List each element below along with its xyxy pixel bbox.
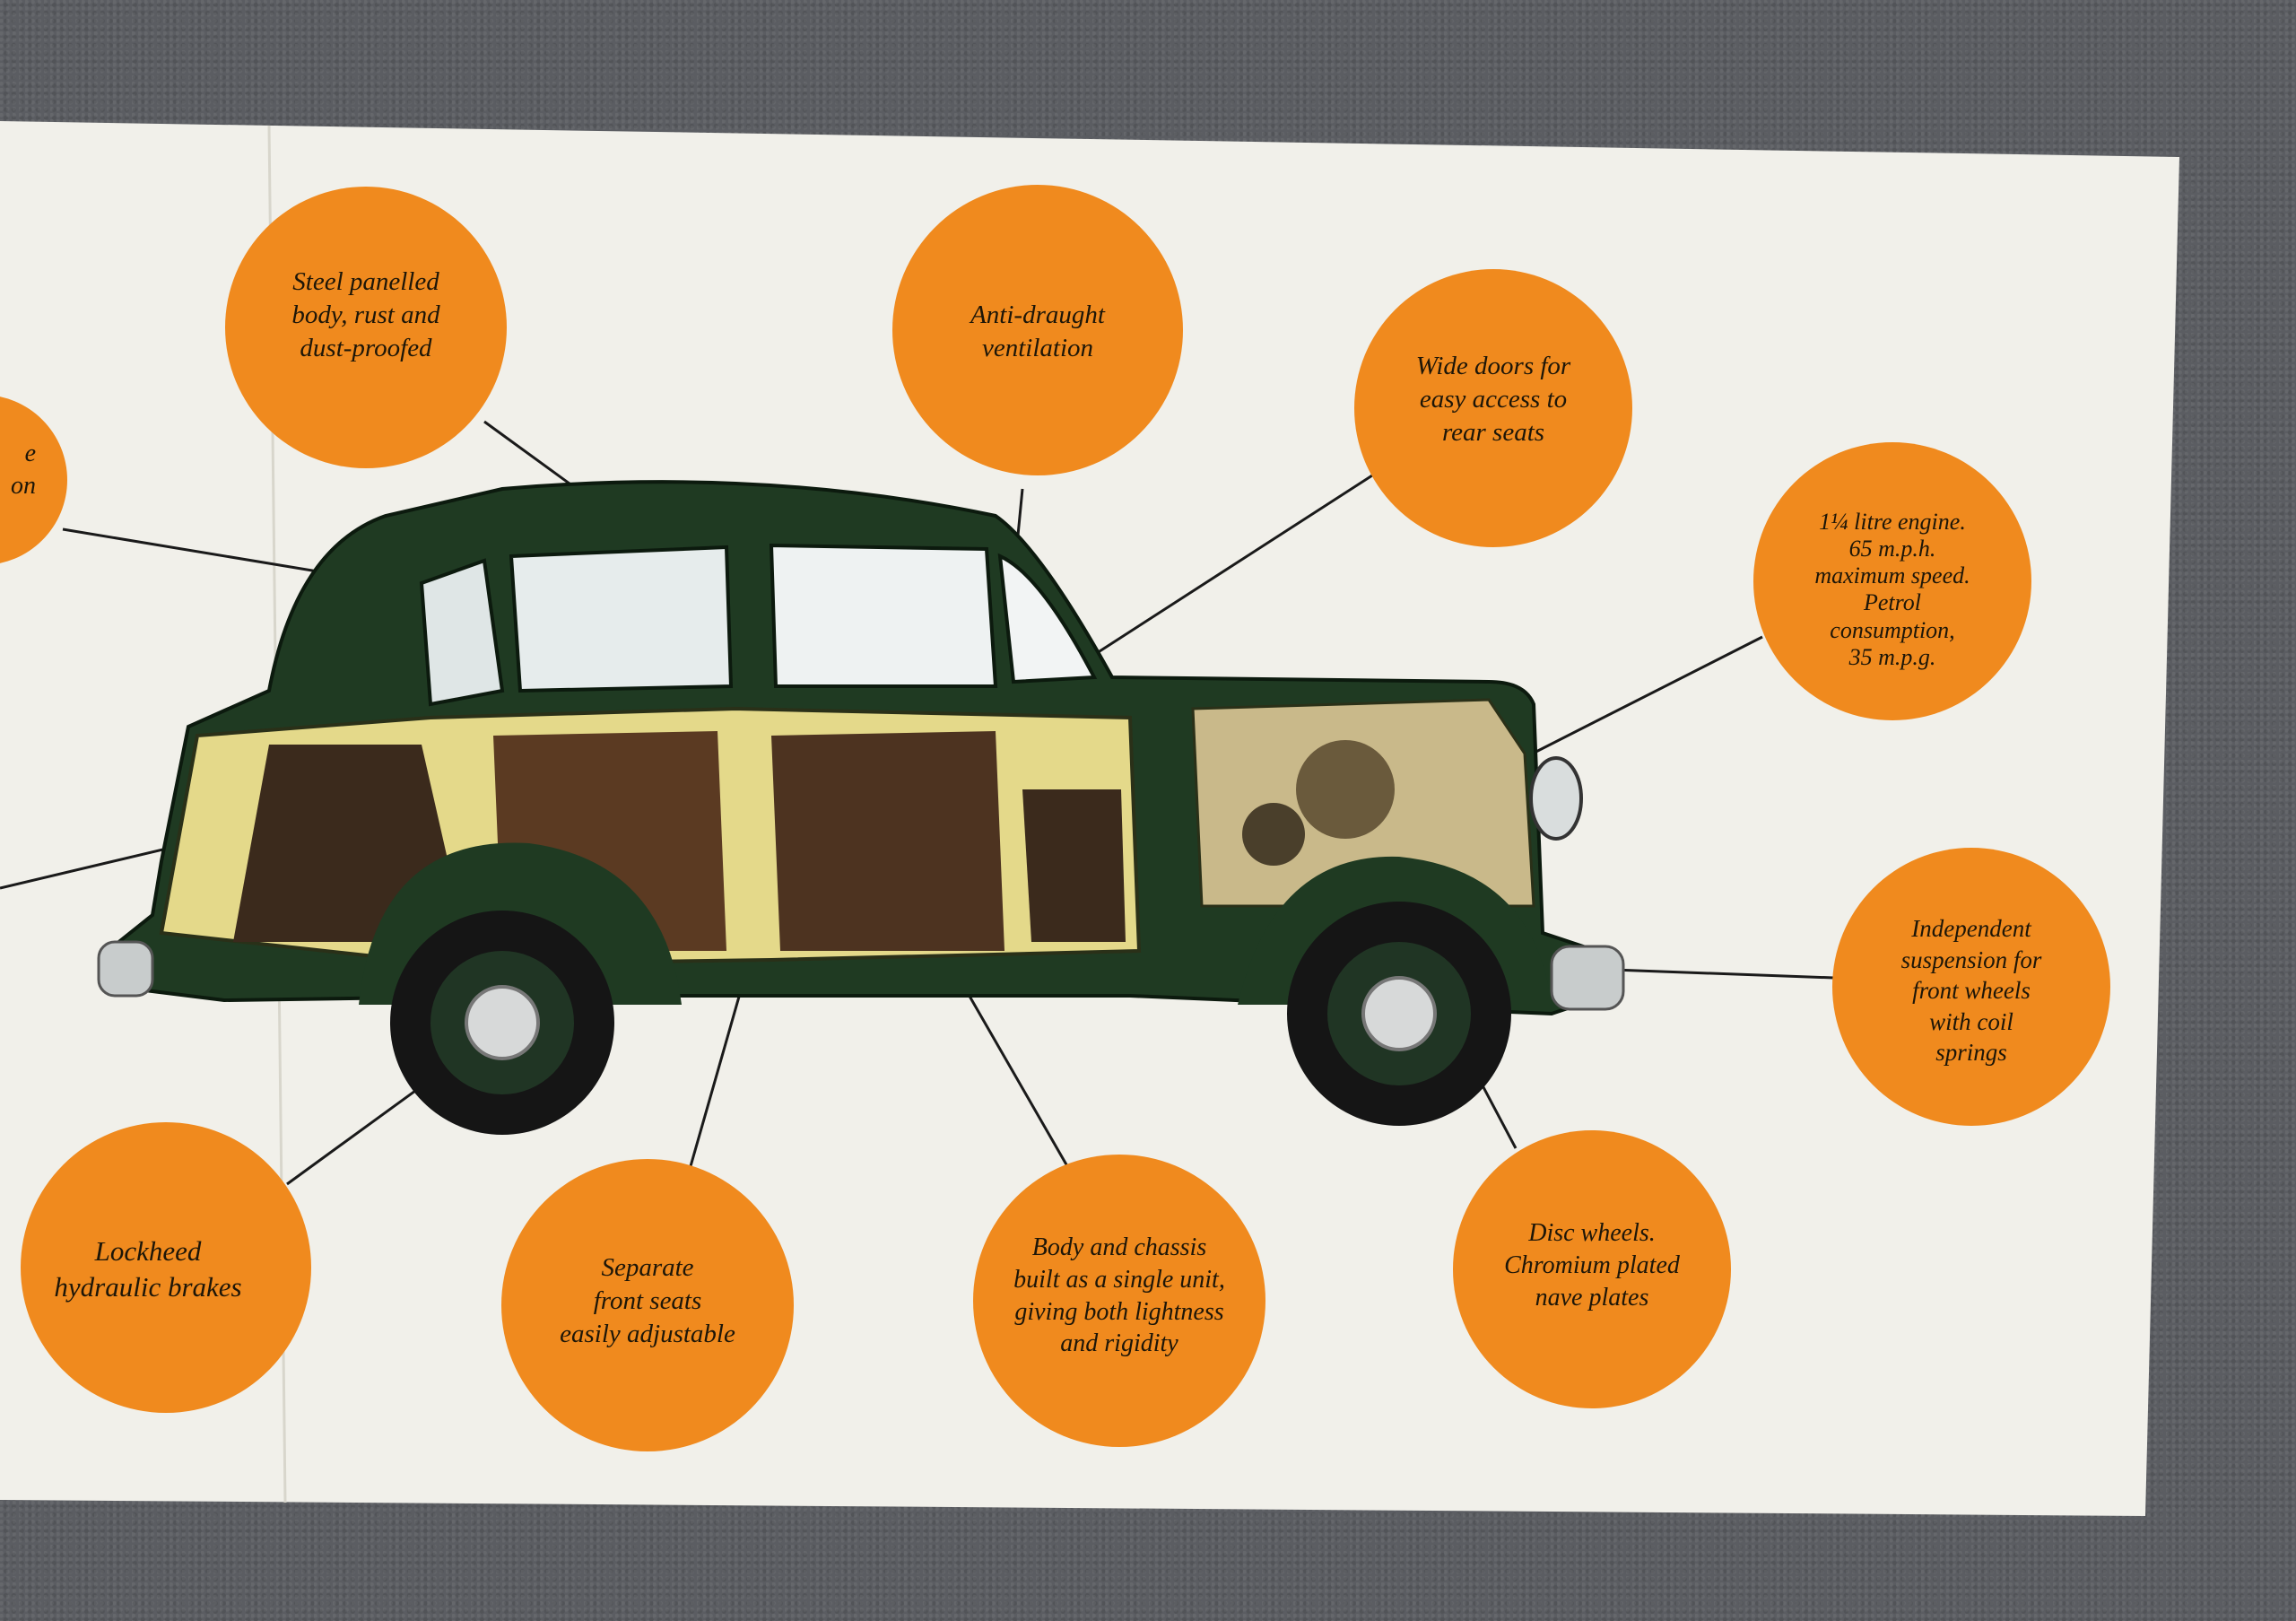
car-window-rear: [419, 558, 505, 707]
callout-bubbles: [0, 185, 2110, 1451]
bubble-wide-doors: [1354, 269, 1632, 547]
car-window-middle: [509, 545, 734, 693]
headlamp: [1529, 756, 1583, 841]
bubble-front-seats: [501, 1159, 794, 1451]
bubble-anti-draught: [892, 185, 1183, 475]
bubble-steel-panelled: [225, 187, 507, 468]
car-window-front: [769, 543, 998, 688]
front-wheel: [1287, 902, 1511, 1126]
engine-detail: [1296, 740, 1395, 839]
rear-wheel: [390, 911, 614, 1135]
bubble-left-partial: [0, 397, 67, 563]
bubble-disc-wheels: [1453, 1130, 1731, 1408]
front-bumper: [1550, 945, 1625, 1011]
engine-detail-2: [1242, 803, 1305, 866]
rear-bumper: [97, 940, 154, 998]
car-windscreen: [997, 553, 1098, 684]
bubble-engine: [1753, 442, 2031, 720]
callout-engine: 1¼ litre engine.65 m.p.h.maximum speed.P…: [1814, 509, 1970, 670]
bubble-body-chassis: [973, 1155, 1265, 1447]
car-illustration: [97, 480, 1625, 1135]
bubble-suspension: [1832, 848, 2110, 1126]
car-door-cutout: [1022, 789, 1126, 942]
bubble-lockheed: [21, 1122, 311, 1413]
car-interior-front: [771, 731, 1004, 951]
